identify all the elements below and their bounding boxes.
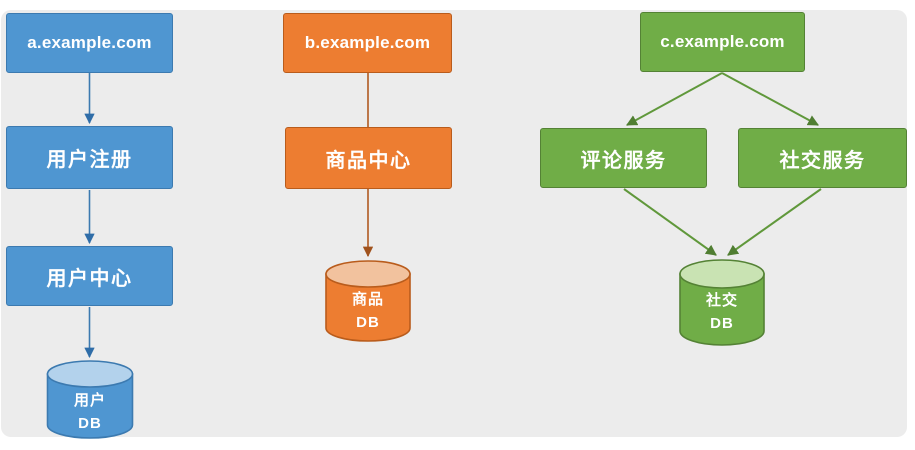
db-user-label-line2: DB — [78, 415, 102, 432]
diagram-panel — [1, 10, 907, 437]
domain-box-b: b.example.com — [283, 13, 452, 73]
db-goods-top — [325, 260, 411, 288]
domain-box-b-label: b.example.com — [304, 33, 431, 52]
db-user-top — [46, 360, 134, 388]
db-social-body — [679, 273, 765, 346]
domain-box-a-label: a.example.com — [27, 33, 152, 52]
service-box-goods-center-label: 商品中心 — [325, 149, 412, 172]
db-user-label-line1: 用户 — [74, 391, 106, 409]
domain-box-a: a.example.com — [6, 13, 173, 73]
db-social-top — [679, 259, 765, 289]
service-box-goods-center: 商品中心 — [285, 127, 452, 189]
service-box-social-service: 社交服务 — [738, 128, 907, 188]
db-social-label-line1: 社交 — [705, 291, 738, 309]
arrow-social-service-to-social-db — [727, 188, 822, 256]
domain-box-c: c.example.com — [640, 12, 805, 72]
service-box-user-center-label: 用户中心 — [46, 267, 133, 290]
db-goods-body — [325, 273, 411, 342]
arrow-comment-service-to-social-db — [623, 188, 717, 256]
service-box-comment-service: 评论服务 — [540, 128, 707, 188]
service-box-comment-service-label: 评论服务 — [580, 149, 667, 172]
service-box-user-register-label: 用户注册 — [46, 149, 133, 171]
db-goods-label-line2: DB — [356, 314, 380, 331]
db-goods-label-line1: 商品 — [352, 290, 384, 308]
db-cylinder-goods: 商品 DB — [325, 260, 411, 342]
db-social-label-line2: DB — [710, 315, 734, 332]
service-box-user-center: 用户中心 — [6, 246, 173, 306]
db-cylinder-social: 社交 DB — [679, 259, 765, 346]
db-user-body — [46, 373, 134, 439]
service-box-user-register: 用户注册 — [6, 126, 173, 189]
domain-box-c-label: c.example.com — [660, 32, 785, 51]
db-cylinder-user: 用户 DB — [46, 360, 134, 439]
service-box-social-service-label: 社交服务 — [779, 149, 866, 172]
arrow-c-domain-to-comment-service — [626, 72, 723, 126]
arrow-c-domain-to-social-service — [721, 72, 819, 126]
